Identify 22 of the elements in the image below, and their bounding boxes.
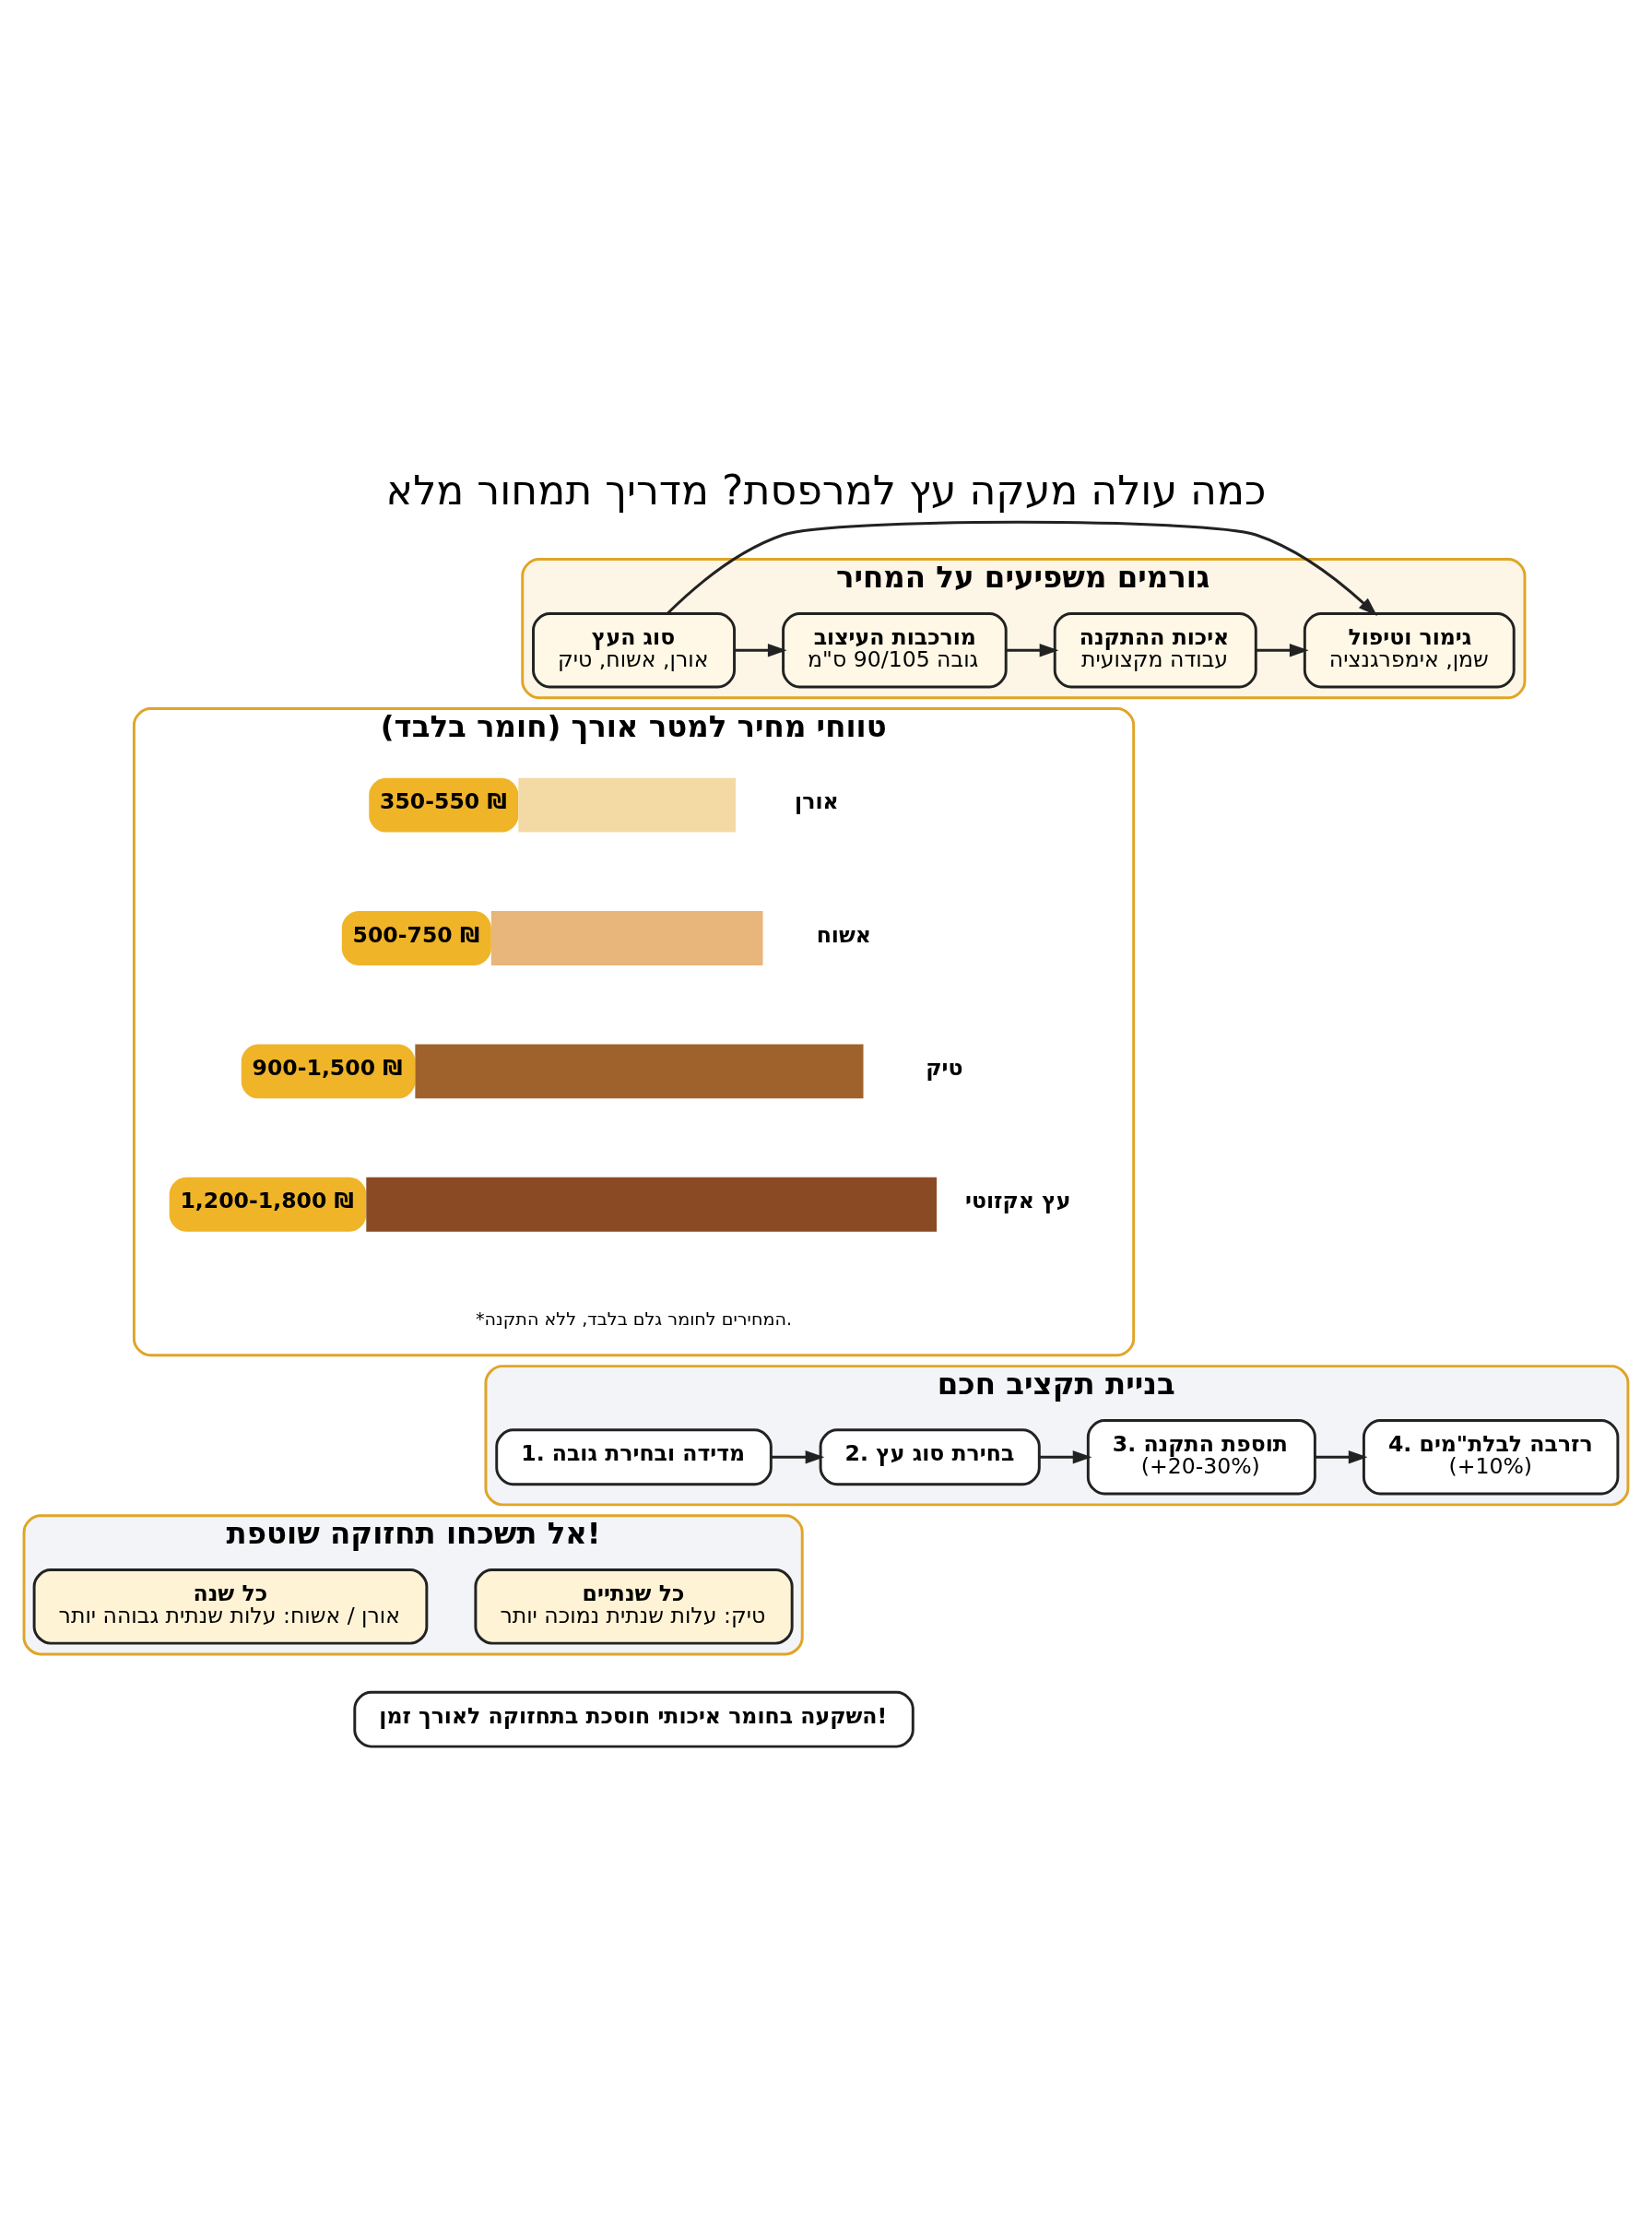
- diagram-title: כמה עולה מעקה עץ למרפסת? מדריך תמחור מלא: [385, 467, 1267, 515]
- node-box: גימור וטיפול שמן, אימפרגנציה: [1303, 611, 1516, 689]
- node-box: סוג העץ אורן, אשוח, טיק: [532, 611, 737, 689]
- arrow: [1256, 643, 1309, 657]
- node-box: 2. בחירת סוג עץ: [819, 1428, 1041, 1486]
- arrow: [1006, 643, 1059, 657]
- node-box: השקעה בחומר איכותי חוסכת בתחזוקה לאורך זמן!: [353, 1690, 914, 1748]
- label: *המחירים לחומר גלם בלבד, ללא התקנה.: [476, 1308, 793, 1330]
- arrow: [667, 520, 1377, 617]
- node-box: כל שנתיים טיק: עלות שנתית נמוכה יותר: [474, 1568, 794, 1645]
- node-box: איכות ההתקנה עבודה מקצועית: [1053, 611, 1257, 689]
- node-box: כל שנה אורן / אשוח: עלות שנתית גבוהה יותר: [32, 1568, 429, 1645]
- arrow: [1315, 1450, 1368, 1464]
- arrow: [734, 643, 787, 657]
- node-label: עץ אקזוטי: [965, 1188, 1071, 1214]
- arrow: [1039, 1450, 1092, 1464]
- node-label: אורן: [795, 788, 839, 815]
- node-label: טיק: [926, 1055, 963, 1082]
- node-box: מורכבות העיצוב גובה 90/105 ס"מ: [782, 611, 1008, 689]
- arrow: [771, 1450, 825, 1464]
- node-box: 1. מדידה ובחירת גובה: [495, 1428, 773, 1486]
- node-label: אשוח: [816, 921, 871, 948]
